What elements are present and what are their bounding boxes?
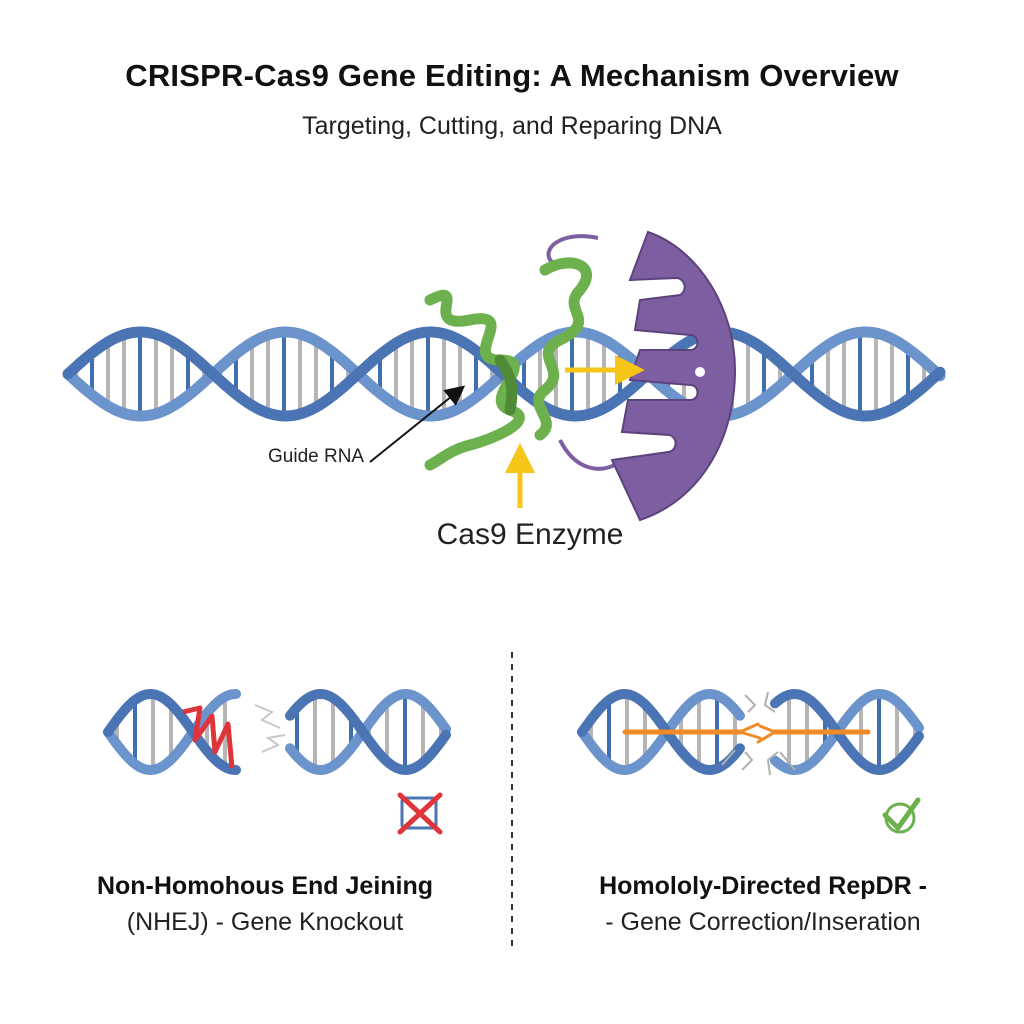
x-cross-icon — [397, 792, 443, 835]
dna-strand — [285, 688, 451, 776]
dna-strand — [103, 689, 241, 776]
page-subtitle: Targeting, Cutting, and Reparing DNA — [302, 112, 722, 140]
cut-site-arrows — [505, 355, 645, 508]
nhej-indel-break — [182, 705, 235, 769]
hdr-title: Homololy-Directed RepDR - — [599, 872, 927, 900]
dna-strand — [577, 688, 745, 776]
nhej-subtitle: (NHEJ) - Gene Knockout — [126, 908, 404, 936]
hdr-dna-helix — [577, 688, 924, 776]
nhej-dna-helix — [103, 688, 451, 776]
dna-strand — [770, 688, 924, 776]
hdr-break-fragments — [721, 691, 796, 776]
guide-rna-pointer — [369, 385, 466, 463]
dna-strand — [577, 688, 745, 776]
dna-strand — [103, 688, 241, 775]
cas9-enzyme-label: Cas9 Enzyme — [436, 518, 624, 551]
hdr-template-strands — [622, 722, 871, 744]
nhej-break-fragments — [254, 704, 286, 753]
hdr-subtitle: - Gene Correction/Inseration — [605, 908, 921, 936]
check-icon — [882, 797, 921, 834]
dna-strand — [770, 688, 924, 776]
page-title: CRISPR-Cas9 Gene Editing: A Mechanism Ov… — [125, 58, 899, 93]
nhej-title: Non-Homohous End Jeining — [96, 872, 434, 900]
cas9-enzyme-shape — [546, 230, 737, 522]
dna-strand — [285, 688, 451, 776]
guide-rna-label: Guide RNA — [268, 446, 365, 467]
guide-rna-strand — [424, 257, 592, 471]
